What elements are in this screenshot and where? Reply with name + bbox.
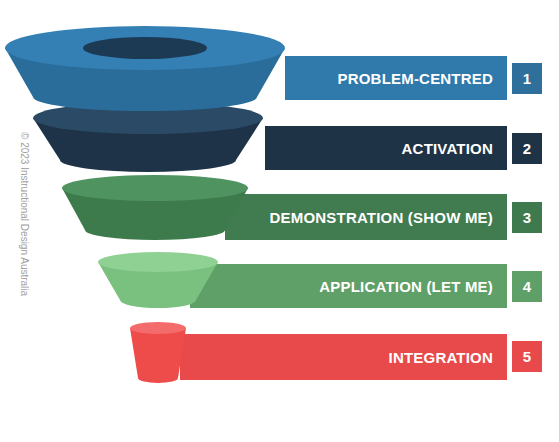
stage-band: ACTIVATION <box>265 126 507 170</box>
step-number: 4 <box>523 278 531 295</box>
stage-label: ACTIVATION <box>402 140 493 157</box>
step-number-box: 2 <box>512 133 542 164</box>
funnel-tier <box>130 328 186 383</box>
stage-band: PROBLEM-CENTRED <box>285 56 507 100</box>
copyright-watermark: © 2023 Instructional Design Australia <box>19 132 30 296</box>
funnel-tier-top <box>5 26 285 70</box>
stage-label: APPLICATION (LET ME) <box>319 278 493 295</box>
funnel-tier-top <box>98 252 218 272</box>
stage-band: DEMONSTRATION (SHOW ME) <box>225 194 507 240</box>
step-number-box: 1 <box>512 63 542 94</box>
funnel-hole <box>83 37 207 59</box>
step-number-box: 3 <box>512 202 542 233</box>
funnel-tier-top <box>130 322 186 334</box>
funnel-tier-top <box>62 175 248 201</box>
stage-label: PROBLEM-CENTRED <box>338 70 494 87</box>
step-number-box: 5 <box>512 341 542 372</box>
step-number: 2 <box>523 140 531 157</box>
stage-label: INTEGRATION <box>389 349 493 366</box>
step-number: 5 <box>523 348 531 365</box>
stage-label: DEMONSTRATION (SHOW ME) <box>270 209 493 226</box>
step-number-box: 4 <box>512 271 542 302</box>
stage-band: INTEGRATION <box>180 334 507 380</box>
step-number: 3 <box>523 209 531 226</box>
stage-band: APPLICATION (LET ME) <box>190 264 507 308</box>
step-number: 1 <box>523 70 531 87</box>
